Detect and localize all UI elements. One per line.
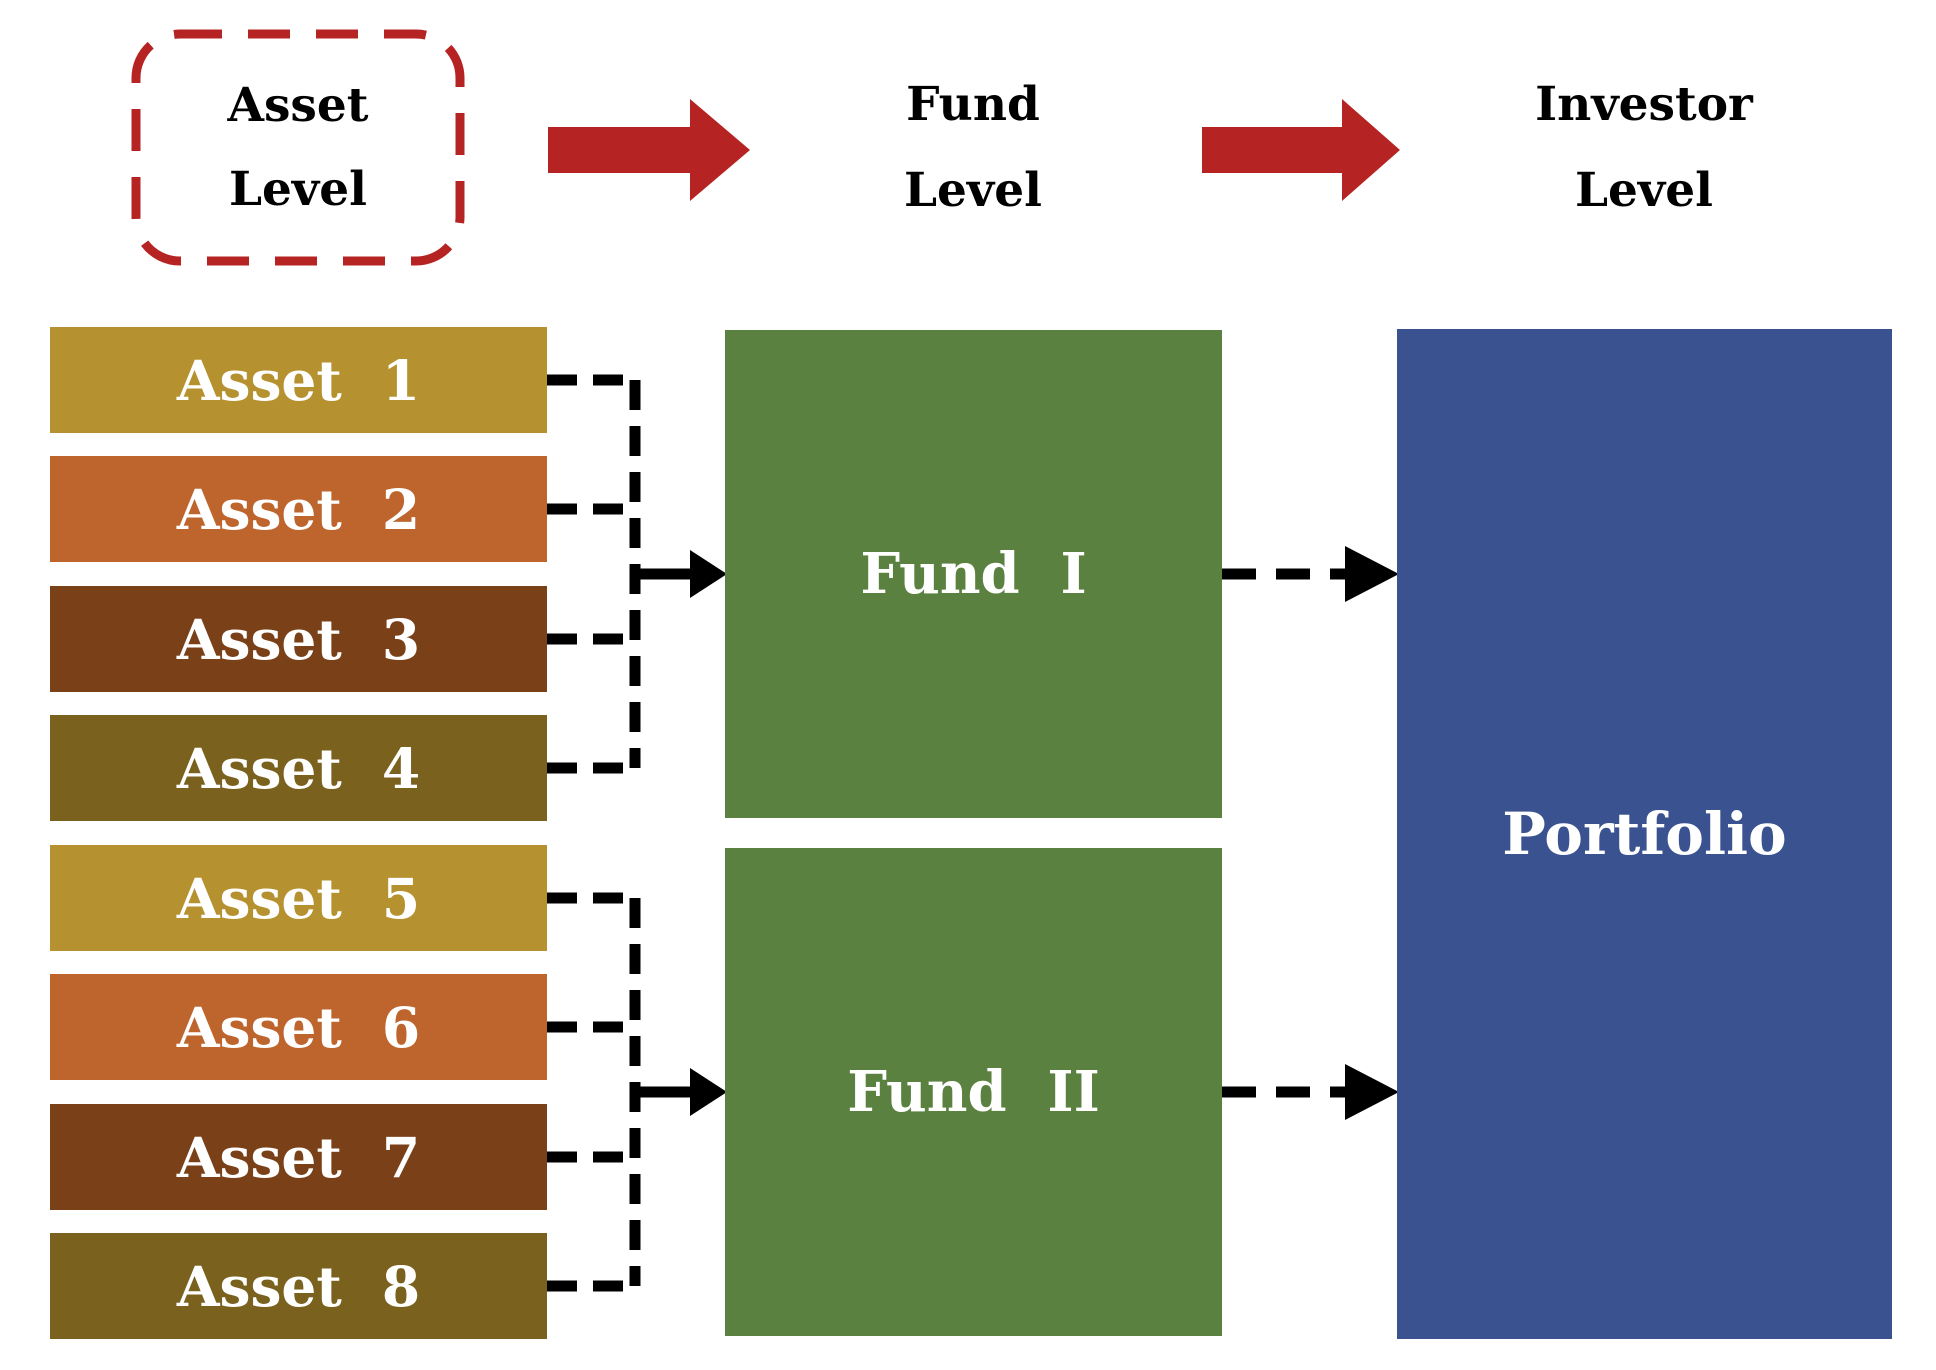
red-arrow-fund-to-investor-icon [1202,99,1400,201]
connectors-assets-to-fund2 [547,892,727,1292]
asset-level-heading: Asset Level [132,30,464,265]
asset-7-label: Asset 7 [176,1124,421,1190]
asset-box-2: Asset 2 [50,456,547,562]
asset-box-5: Asset 5 [50,845,547,951]
connectors-assets-to-fund1 [547,374,727,774]
fund1-label: Fund I [860,541,1087,607]
arrowhead-to-portfolio-top-icon [1345,546,1399,602]
asset-box-4: Asset 4 [50,715,547,821]
arrowhead-to-portfolio-bottom-icon [1345,1064,1399,1120]
asset-1-label: Asset 1 [176,347,421,413]
investor-level-line1: Investor [1535,77,1753,132]
fund2-box: Fund II [725,848,1222,1336]
asset-level-dashed-outline [131,29,465,266]
asset-level-line2: Level [228,161,368,217]
arrowhead-to-fund1-icon [690,550,727,598]
connector-fund1-to-portfolio [1222,546,1399,602]
asset-2-label: Asset 2 [176,476,421,542]
asset-box-3: Asset 3 [50,586,547,692]
asset-box-7: Asset 7 [50,1104,547,1210]
connector-fund2-to-portfolio [1222,1064,1399,1120]
asset-box-6: Asset 6 [50,974,547,1080]
asset-6-label: Asset 6 [176,994,421,1060]
asset-box-8: Asset 8 [50,1233,547,1339]
asset-3-label: Asset 3 [176,606,421,672]
asset-4-label: Asset 4 [176,735,421,801]
fund2-label: Fund II [847,1059,1100,1125]
asset-5-label: Asset 5 [176,865,421,931]
portfolio-box: Portfolio [1397,329,1892,1339]
asset-box-1: Asset 1 [50,327,547,433]
investor-level-line2: Level [1574,162,1714,218]
arrowhead-to-fund2-icon [690,1068,727,1116]
fund-level-line2: Level [903,162,1043,218]
red-arrow-asset-to-fund-icon [548,99,750,201]
fund1-box: Fund I [725,330,1222,818]
asset-level-line1: Asset [227,77,369,133]
asset-8-label: Asset 8 [176,1253,421,1319]
portfolio-label: Portfolio [1502,800,1787,868]
fund-level-line1: Fund [906,77,1040,132]
